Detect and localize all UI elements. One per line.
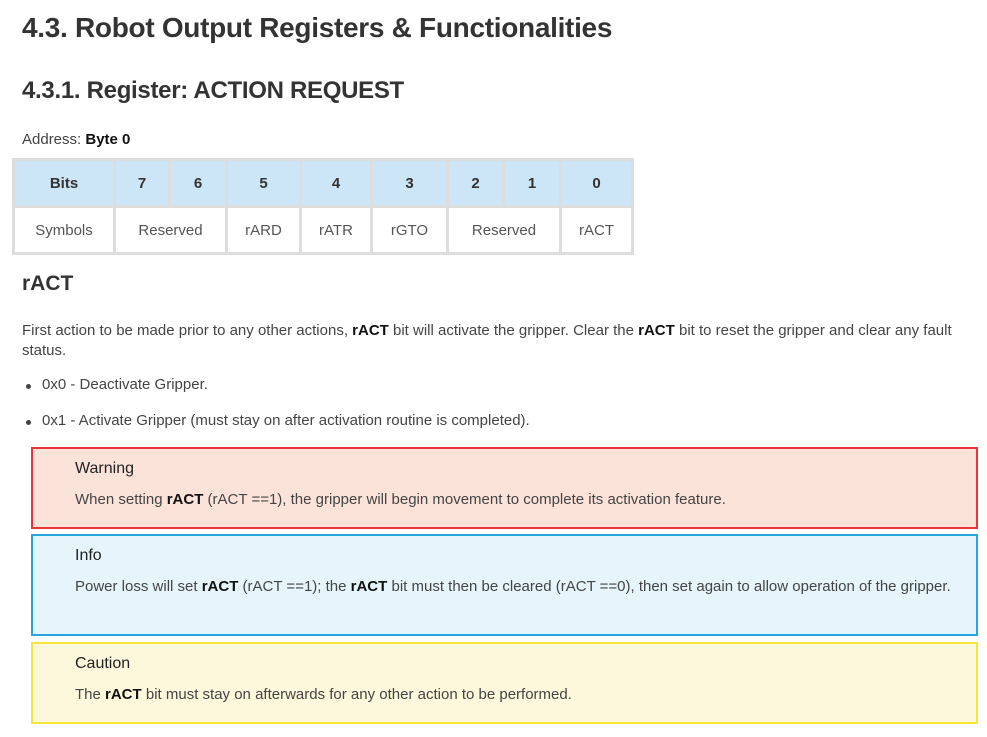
- info-text-1: Power loss will set: [75, 578, 202, 595]
- warning-bold-1: rACT: [166, 491, 204, 508]
- caution-text-1: The: [75, 686, 106, 703]
- list-item: 0x0 - Deactivate Gripper.: [22, 375, 530, 411]
- desc-text-3: bit to reset the gripper and clear any f…: [22, 322, 952, 359]
- header-bit-7: 7: [113, 158, 171, 208]
- warning-text: When setting rACT (rACT ==1), the grippe…: [75, 490, 956, 510]
- header-bit-4: 4: [299, 158, 373, 208]
- info-text-2: (rACT ==1); the: [238, 578, 351, 595]
- caution-bold-1: rACT: [105, 686, 142, 703]
- desc-bold-2: rACT: [638, 322, 675, 339]
- symbol-reserved-high: Reserved: [113, 205, 228, 255]
- symbol-rgto: rGTO: [370, 205, 449, 255]
- table-header-row: Bits 7 6 5 4 3 2 1 0: [12, 158, 634, 208]
- symbol-ract: rACT: [559, 205, 634, 255]
- value-list: 0x0 - Deactivate Gripper. 0x1 - Activate…: [22, 375, 530, 447]
- section-title: 4.3. Robot Output Registers & Functional…: [22, 12, 613, 43]
- caution-title: Caution: [75, 655, 131, 672]
- header-bit-3: 3: [370, 158, 449, 208]
- header-bit-5: 5: [225, 158, 302, 208]
- register-table: Bits 7 6 5 4 3 2 1 0 Symbols Reserved rA…: [12, 158, 634, 255]
- warning-title: Warning: [75, 460, 134, 477]
- address-line: Address: Byte 0: [22, 131, 130, 148]
- caution-box: Caution The rACT bit must stay on afterw…: [31, 642, 978, 724]
- header-bit-0: 0: [559, 158, 634, 208]
- ract-description: First action to be made prior to any oth…: [22, 321, 962, 361]
- header-bit-6: 6: [168, 158, 228, 208]
- ract-heading: rACT: [22, 272, 74, 295]
- symbol-reserved-low: Reserved: [446, 205, 562, 255]
- caution-text: The rACT bit must stay on afterwards for…: [75, 685, 956, 705]
- info-box: Info Power loss will set rACT (rACT ==1)…: [31, 534, 978, 636]
- info-bold-1: rACT: [201, 578, 239, 595]
- symbol-rard: rARD: [225, 205, 302, 255]
- header-bit-1: 1: [502, 158, 562, 208]
- desc-text-2: bit will activate the gripper. Clear the: [388, 322, 639, 339]
- desc-bold-1: rACT: [352, 322, 389, 339]
- info-text: Power loss will set rACT (rACT ==1); the…: [75, 577, 956, 597]
- subsection-title: 4.3.1. Register: ACTION REQUEST: [22, 77, 404, 104]
- list-item: 0x1 - Activate Gripper (must stay on aft…: [22, 411, 530, 447]
- desc-text-1: First action to be made prior to any oth…: [22, 322, 353, 339]
- address-value: Byte 0: [85, 131, 131, 148]
- warning-text-2: (rACT ==1), the gripper will begin movem…: [203, 491, 726, 508]
- header-bits: Bits: [12, 158, 116, 208]
- symbol-ratr: rATR: [299, 205, 373, 255]
- table-row: Symbols Reserved rARD rATR rGTO Reserved…: [12, 205, 634, 255]
- warning-box: Warning When setting rACT (rACT ==1), th…: [31, 447, 978, 529]
- info-text-3: bit must then be cleared (rACT ==0), the…: [387, 578, 951, 595]
- symbols-label: Symbols: [12, 205, 116, 255]
- caution-text-2: bit must stay on afterwards for any othe…: [141, 686, 572, 703]
- warning-text-1: When setting: [75, 491, 167, 508]
- info-bold-2: rACT: [350, 578, 388, 595]
- header-bit-2: 2: [446, 158, 505, 208]
- info-title: Info: [75, 547, 102, 564]
- address-label: Address:: [22, 131, 86, 148]
